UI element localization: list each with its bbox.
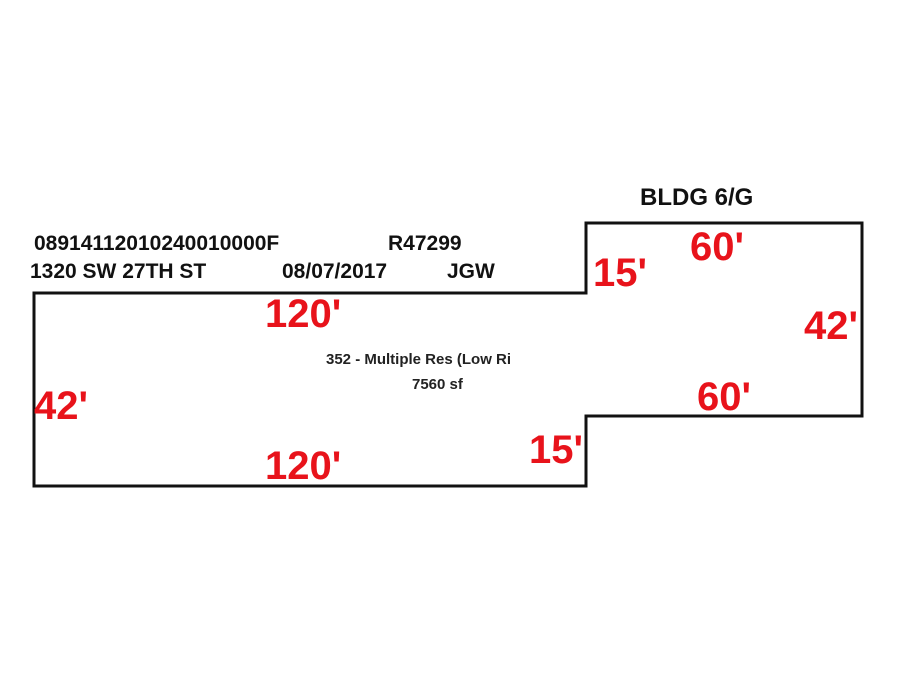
appraiser-initials: JGW bbox=[447, 260, 495, 283]
building-footprint-outline bbox=[32, 221, 864, 488]
area-label: 7560 sf bbox=[412, 376, 463, 393]
dimension-left-side: 42' bbox=[34, 384, 89, 428]
record-id: R47299 bbox=[388, 232, 462, 255]
dimension-step-lower: 15' bbox=[529, 428, 584, 472]
property-address: 1320 SW 27TH ST bbox=[30, 260, 207, 283]
sketch-date: 08/07/2017 bbox=[282, 260, 388, 283]
dimension-left-bottom: 120' bbox=[265, 444, 342, 488]
building-label: BLDG 6/G bbox=[640, 184, 754, 211]
dimension-step-upper: 15' bbox=[593, 251, 648, 295]
parcel-id: 08914112010240010000F bbox=[34, 232, 280, 255]
dimension-right-top: 60' bbox=[690, 225, 745, 269]
dimension-left-top: 120' bbox=[265, 292, 342, 336]
use-code-label: 352 - Multiple Res (Low Ri bbox=[326, 351, 512, 368]
dimension-right-bottom: 60' bbox=[697, 375, 752, 419]
dimension-right-side: 42' bbox=[804, 304, 859, 348]
